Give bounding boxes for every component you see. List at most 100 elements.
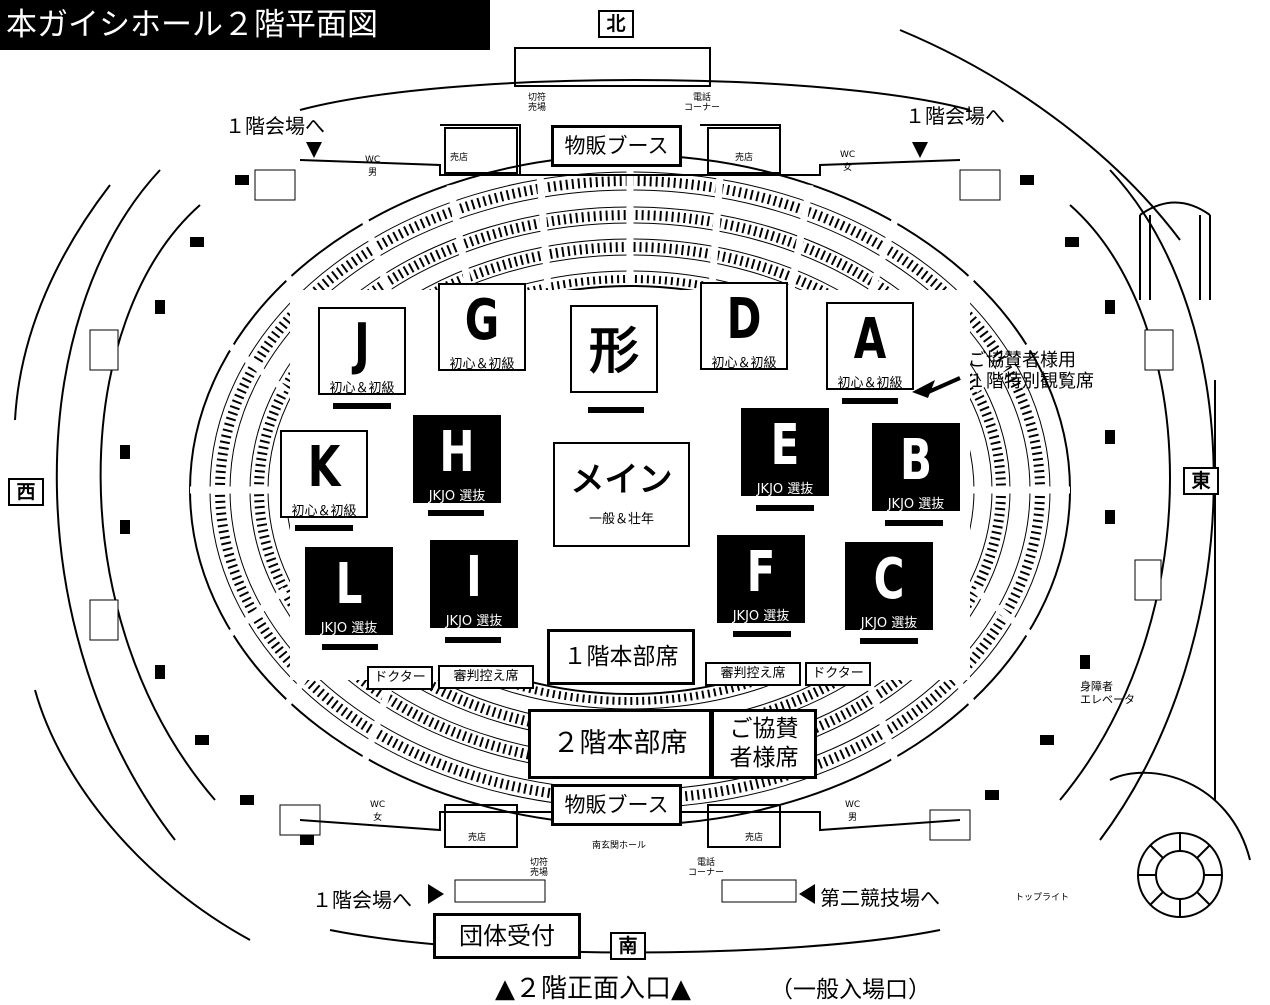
ticket-office-north: 切符 売場: [528, 93, 547, 113]
sponsor-seats: ご協賛 者様席: [711, 709, 817, 779]
sponsor-seats-line2: 者様席: [729, 745, 799, 771]
court-l-label: JKJO 選抜: [320, 621, 378, 636]
court-e-table: [756, 505, 814, 511]
north-concourse: [299, 47, 961, 848]
court-l-table: [322, 644, 378, 650]
wc-men-south-wc: WC: [845, 800, 861, 810]
to-first-floor-ne: １階会場へ: [905, 104, 1005, 128]
court-h-table: [428, 510, 484, 516]
phone-corner-north: 電話 コーナー: [684, 93, 721, 113]
merch-booth-north: 物販ブース: [551, 125, 682, 167]
court-f-letter: F: [746, 540, 776, 605]
sponsor-note-line1: ご協賛者様用: [968, 350, 1076, 371]
court-main-label: 一般＆壮年: [588, 512, 654, 527]
court-l-letter: L: [335, 552, 363, 617]
court-i-letter: I: [466, 545, 482, 610]
court-k-table: [295, 525, 353, 531]
main-entrance: ▲２階正面入口▲: [495, 974, 691, 1004]
south-marker: 南: [610, 932, 646, 960]
hq-second-floor: ２階本部席: [528, 709, 712, 779]
hq-first-floor: １階本部席: [547, 629, 695, 685]
court-d-label: 初心＆初級: [711, 356, 777, 371]
court-e-letter: E: [770, 413, 800, 478]
court-d-letter: D: [726, 287, 762, 352]
toplight: トップライト: [1015, 893, 1070, 903]
court-kata-letter: 形: [589, 322, 639, 380]
spiral-stair: [1109, 771, 1251, 918]
court-j-label: 初心＆初級: [329, 381, 395, 396]
shop-sw: 売店: [468, 833, 487, 843]
court-e-label: JKJO 選抜: [756, 482, 814, 497]
ticket-office-south: 切符 売場: [530, 858, 549, 878]
court-e: E JKJO 選抜: [741, 408, 829, 497]
court-f: F JKJO 選抜: [717, 535, 805, 624]
shop-se: 売店: [745, 833, 764, 843]
court-a-table: [842, 398, 898, 404]
court-i-label: JKJO 選抜: [445, 614, 503, 629]
court-h: H JKJO 選抜: [413, 415, 501, 504]
court-h-label: JKJO 選抜: [428, 489, 486, 504]
court-c-table: [860, 638, 918, 644]
wc-men-north-wc: WC: [365, 155, 381, 165]
staircases: [89, 169, 1174, 903]
court-k: K 初心＆初級: [280, 430, 368, 519]
group-reception: 団体受付: [433, 913, 581, 959]
to-first-floor-nw: １階会場へ: [225, 114, 325, 138]
south-entrance-hall: 南玄関ホール: [592, 841, 647, 851]
court-kata: 形: [570, 305, 658, 393]
shop-ne: 売店: [735, 153, 754, 163]
wc-women-south-kind: 女: [373, 813, 383, 823]
wc-men-south-kind: 男: [848, 813, 858, 823]
court-k-label: 初心＆初級: [291, 504, 357, 519]
court-j-letter: J: [354, 312, 370, 377]
court-a: A 初心＆初級: [826, 302, 914, 391]
doctor-west: ドクター: [367, 666, 433, 690]
phone-corner-south: 電話 コーナー: [688, 858, 725, 878]
court-i: I JKJO 選抜: [430, 540, 518, 629]
shop-nw: 売店: [450, 153, 469, 163]
east-marker: 東: [1183, 467, 1219, 495]
sponsor-seats-line1: ご協賛: [729, 716, 799, 742]
sponsor-note-line2: １階特別観覧席: [968, 371, 1094, 392]
referee-seats-west: 審判控え席: [438, 665, 534, 689]
court-g-label: 初心＆初級: [449, 357, 515, 372]
disabled-elevator: 身障者 エレベータ: [1080, 680, 1135, 706]
court-c-letter: C: [873, 547, 905, 612]
wc-women-north-wc: WC: [840, 150, 856, 160]
court-f-label: JKJO 選抜: [732, 609, 790, 624]
court-b-letter: B: [899, 428, 933, 493]
court-j: J 初心＆初級: [318, 307, 406, 396]
wc-women-north: WC 女: [840, 150, 855, 173]
court-i-table: [445, 637, 501, 643]
court-g: G 初心＆初級: [438, 283, 526, 372]
arrows: [306, 142, 961, 904]
court-a-letter: A: [853, 307, 887, 372]
page-title: 本ガイシホール２階平面図: [0, 0, 490, 50]
court-k-letter: K: [307, 435, 341, 500]
court-c: C JKJO 選抜: [845, 542, 933, 631]
court-l: L JKJO 選抜: [305, 547, 393, 636]
court-kata-table: [588, 407, 644, 413]
referee-seats-east: 審判控え席: [705, 662, 801, 686]
to-first-floor-s: １階会場へ: [312, 888, 412, 912]
wc-men-south: WC 男: [845, 800, 860, 823]
court-b-label: JKJO 選抜: [887, 497, 945, 512]
court-a-label: 初心＆初級: [837, 376, 903, 391]
west-marker: 西: [8, 478, 44, 506]
wc-men-north: WC 男: [365, 155, 380, 178]
to-second-arena: 第二競技場へ: [820, 886, 940, 910]
doctor-east: ドクター: [805, 662, 871, 686]
wc-men-north-kind: 男: [368, 168, 378, 178]
court-d: D 初心＆初級: [700, 282, 788, 371]
merch-booth-south: 物販ブース: [551, 784, 682, 826]
north-marker: 北: [598, 10, 634, 38]
wc-women-south: WC 女: [370, 800, 385, 823]
wc-women-south-wc: WC: [370, 800, 386, 810]
court-b: B JKJO 選抜: [872, 423, 960, 512]
court-b-table: [885, 520, 943, 526]
court-f-table: [733, 631, 791, 637]
court-j-table: [333, 403, 391, 409]
court-c-label: JKJO 選抜: [860, 616, 918, 631]
court-main: メイン 一般＆壮年: [553, 442, 690, 547]
wc-women-north-kind: 女: [843, 163, 853, 173]
